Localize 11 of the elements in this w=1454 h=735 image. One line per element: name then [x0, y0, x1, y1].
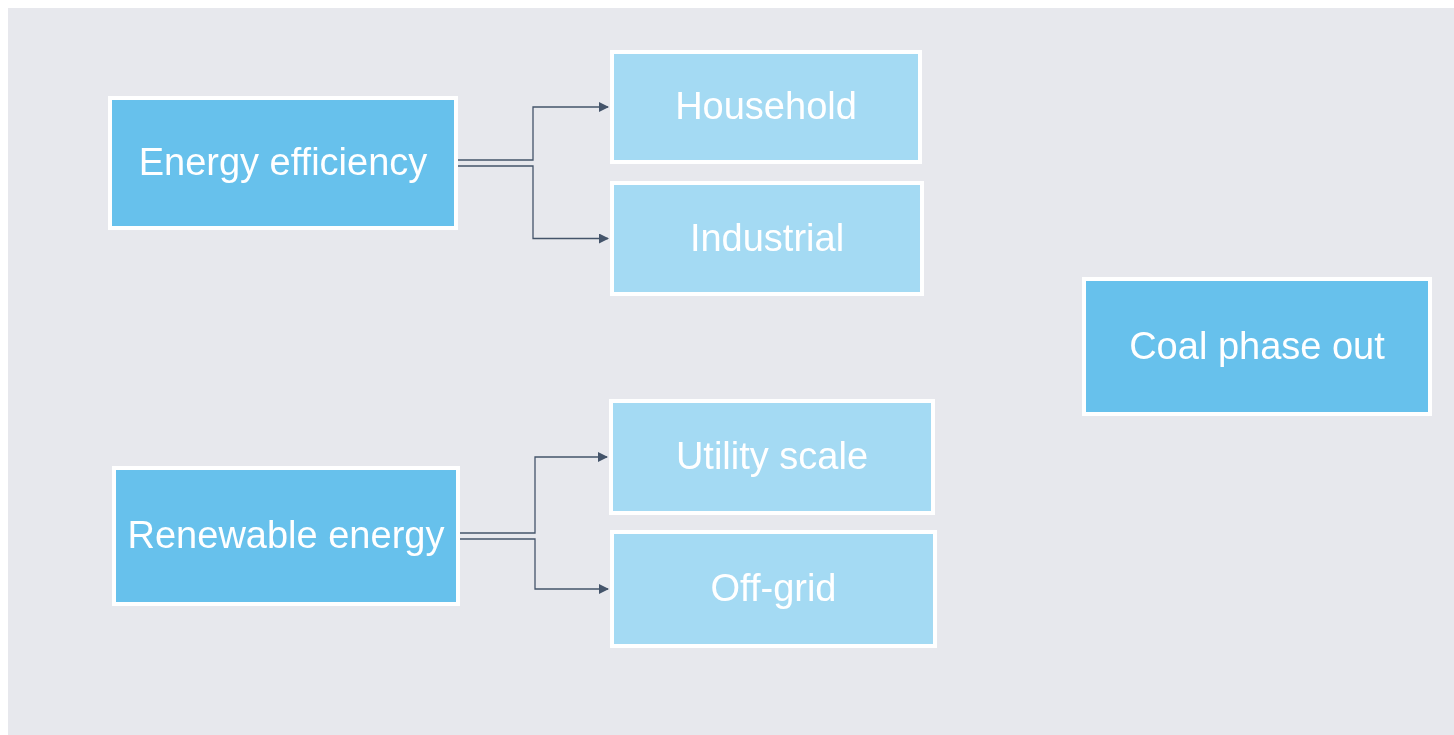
subcategory-box: Industrial	[610, 181, 924, 296]
subcategory-box: Utility scale	[609, 399, 935, 515]
category-box: Energy efficiency	[108, 96, 458, 230]
connector-arrow	[459, 452, 608, 534]
subcategory-box: Off-grid	[610, 530, 937, 648]
connector-arrow	[457, 165, 609, 244]
subcategory-box: Household	[610, 50, 922, 164]
connector-arrow	[459, 538, 609, 594]
connector-arrow	[457, 102, 609, 161]
category-box: Renewable energy	[112, 466, 460, 606]
category-box: Coal phase out	[1082, 277, 1432, 416]
